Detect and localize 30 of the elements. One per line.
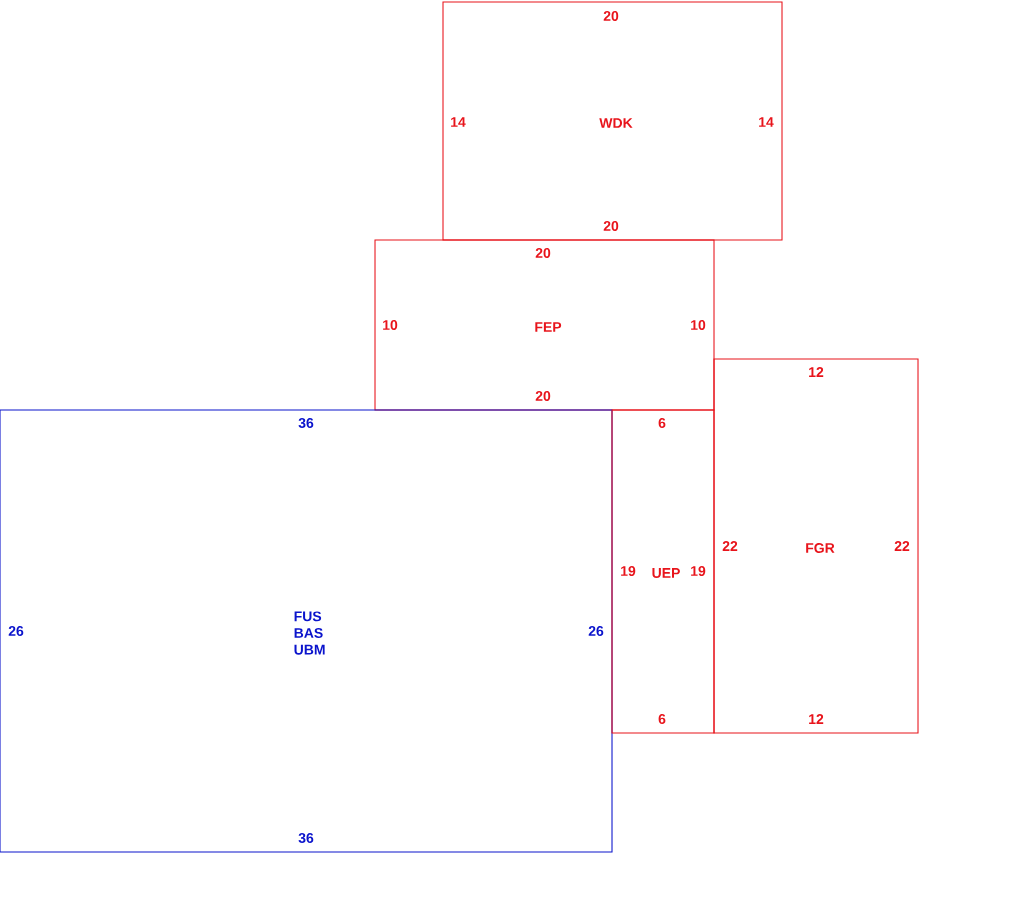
dimension-label: 14 <box>451 117 466 127</box>
dimension-label: 12 <box>809 714 824 724</box>
dimension-label: 20 <box>535 248 551 258</box>
room-label: FGR <box>806 543 835 553</box>
dimension-label: 22 <box>722 541 738 551</box>
dimension-label: 20 <box>603 11 619 21</box>
room-label: FUS BAS UBM <box>294 611 325 655</box>
dimension-label: 10 <box>383 320 398 330</box>
room-box <box>374 239 715 411</box>
dimension-label: 19 <box>621 566 636 576</box>
dimension-label: 19 <box>691 566 706 576</box>
room-box <box>713 358 919 734</box>
dimension-label: 26 <box>8 626 24 636</box>
dimension-label: 36 <box>298 418 314 428</box>
dimension-label: 6 <box>658 418 666 428</box>
dimension-label: 6 <box>658 714 666 724</box>
dimension-label: 10 <box>691 320 706 330</box>
room-label: FEP <box>535 322 562 332</box>
room-label: WDK <box>599 118 633 128</box>
room-box <box>611 409 715 734</box>
room-box <box>442 1 783 241</box>
dimension-label: 22 <box>894 541 910 551</box>
room-box <box>0 409 613 853</box>
dimension-label: 12 <box>809 367 824 377</box>
dimension-label: 20 <box>535 391 551 401</box>
dimension-label: 36 <box>298 833 314 843</box>
room-label: UEP <box>652 568 680 578</box>
dimension-label: 20 <box>603 221 619 231</box>
dimension-label: 26 <box>588 626 604 636</box>
dimension-label: 14 <box>759 117 774 127</box>
